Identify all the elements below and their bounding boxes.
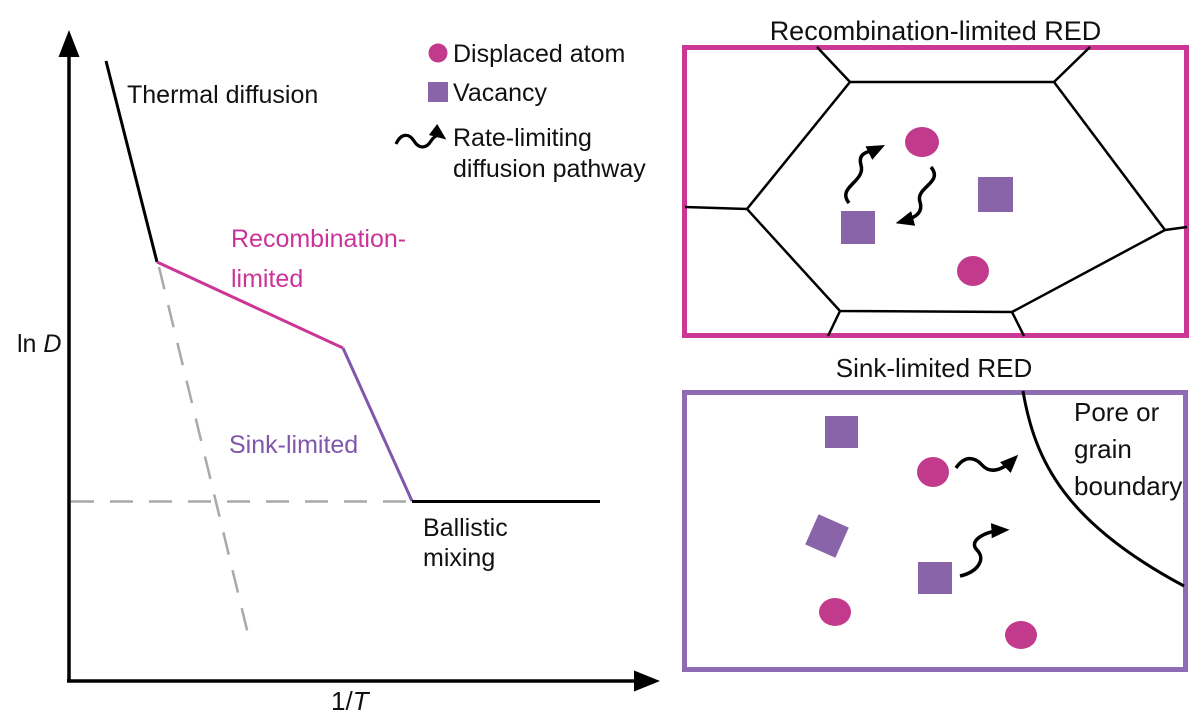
legend-vacancy-label: Vacancy bbox=[453, 79, 548, 107]
recombination-wavy-arrow-icon bbox=[895, 165, 937, 226]
sink-limited-label: Sink-limited bbox=[229, 431, 359, 459]
displaced-atom-circle bbox=[905, 127, 939, 157]
ballistic-label-line2: mixing bbox=[423, 544, 496, 572]
vacancy-square bbox=[841, 211, 875, 244]
displaced-atom-circle bbox=[957, 256, 989, 286]
legend-rate-limiting-line2: diffusion pathway bbox=[453, 155, 646, 183]
recombination-label-line1: Recombination- bbox=[231, 225, 407, 253]
legend-rate-limiting-label: Rate-limiting diffusion pathway bbox=[453, 123, 646, 185]
displaced-atom-circle bbox=[917, 457, 949, 487]
plot-axes bbox=[67, 54, 638, 683]
legend-rate-limiting-line1: Rate-limiting bbox=[453, 124, 592, 152]
x-axis-arrow-icon bbox=[634, 670, 660, 692]
displaced-atom-circle bbox=[1005, 621, 1037, 649]
legend-displaced-atom-label: Displaced atom bbox=[453, 40, 626, 68]
thermal-extrapolation-dashed-line bbox=[157, 266, 250, 635]
recombination-panel-border bbox=[682, 45, 1189, 338]
vacancy-square bbox=[978, 177, 1013, 212]
displaced-atom-circle bbox=[819, 598, 851, 626]
y-axis-label-prefix: ln bbox=[17, 330, 44, 358]
legend-displaced-atom-icon bbox=[428, 43, 448, 63]
thermal-diffusion-label: Thermal diffusion bbox=[127, 81, 319, 109]
x-axis-label-prefix: 1/ bbox=[331, 686, 353, 716]
legend-wavy-arrow-icon bbox=[394, 123, 447, 149]
pore-grain-boundary-curve bbox=[1021, 390, 1185, 588]
recombination-panel-title: Recombination-limited RED bbox=[769, 16, 1102, 46]
ballistic-label-line1: Ballistic bbox=[423, 514, 508, 542]
pore-label-line2: grain bbox=[1074, 434, 1132, 464]
recombination-wavy-arrow-icon bbox=[844, 144, 886, 205]
grain-hexagon bbox=[745, 80, 1167, 314]
grain-boundary-spurs bbox=[684, 46, 1188, 337]
y-axis-label-variable: D bbox=[43, 330, 62, 358]
legend-vacancy-icon bbox=[428, 82, 448, 102]
recombination-limited-label: Recombination- limited bbox=[231, 219, 406, 299]
sink-panel-border bbox=[682, 390, 1188, 672]
y-axis-arrow-icon bbox=[58, 30, 80, 57]
recombination-label-line2: limited bbox=[231, 265, 304, 293]
sink-panel-title: Sink-limited RED bbox=[835, 353, 1033, 383]
pore-label-line1: Pore or bbox=[1074, 397, 1160, 427]
x-axis-label: 1/T bbox=[331, 686, 369, 717]
sink-limited-line bbox=[341, 347, 414, 502]
vacancy-square-rotated bbox=[805, 514, 849, 558]
thermal-diffusion-line bbox=[104, 60, 159, 263]
ballistic-mixing-label: Ballistic mixing bbox=[423, 513, 508, 573]
y-axis-label: ln D bbox=[17, 329, 61, 359]
vacancy-square bbox=[825, 416, 858, 448]
recombination-limited-line bbox=[156, 260, 344, 350]
sink-wavy-arrow-icon bbox=[954, 454, 1019, 474]
pore-label-line3: boundary bbox=[1074, 471, 1183, 501]
sink-wavy-arrow-icon bbox=[959, 523, 1010, 578]
pore-grain-boundary-label: Pore or grain boundary bbox=[1074, 394, 1182, 505]
x-axis-label-variable: T bbox=[352, 686, 369, 716]
vacancy-square bbox=[918, 562, 952, 594]
